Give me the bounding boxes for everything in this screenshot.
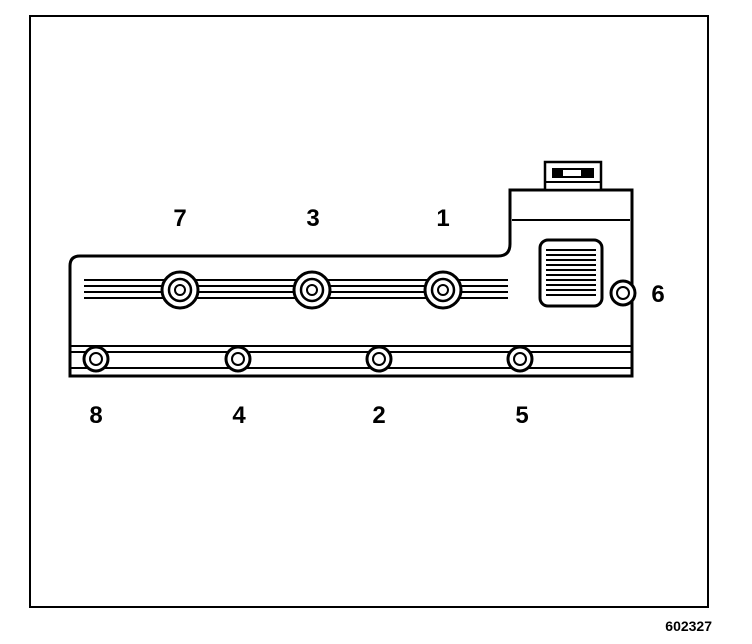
oil-filler-grille — [538, 238, 604, 308]
bolt-6 — [609, 279, 637, 307]
diagram-frame — [29, 15, 709, 608]
bolt-3 — [292, 270, 332, 310]
bolt-label-2: 2 — [372, 402, 385, 429]
bolt-2 — [365, 345, 393, 373]
bolt-label-4: 4 — [232, 402, 246, 429]
bolt-label-3: 3 — [306, 205, 319, 232]
bolt-label-8: 8 — [89, 402, 102, 429]
breather-cap — [543, 160, 603, 192]
bolt-label-5: 5 — [515, 402, 528, 429]
bolt-label-6: 6 — [651, 281, 664, 308]
figure-id: 602327 — [665, 618, 712, 634]
bolt-8 — [82, 345, 110, 373]
bolt-7 — [160, 270, 200, 310]
bolt-label-1: 1 — [436, 205, 449, 232]
bolt-label-7: 7 — [173, 205, 186, 232]
cover-body — [68, 188, 634, 378]
bolt-5 — [506, 345, 534, 373]
cover-flange — [70, 345, 632, 369]
bolt-4 — [224, 345, 252, 373]
bolt-1 — [423, 270, 463, 310]
